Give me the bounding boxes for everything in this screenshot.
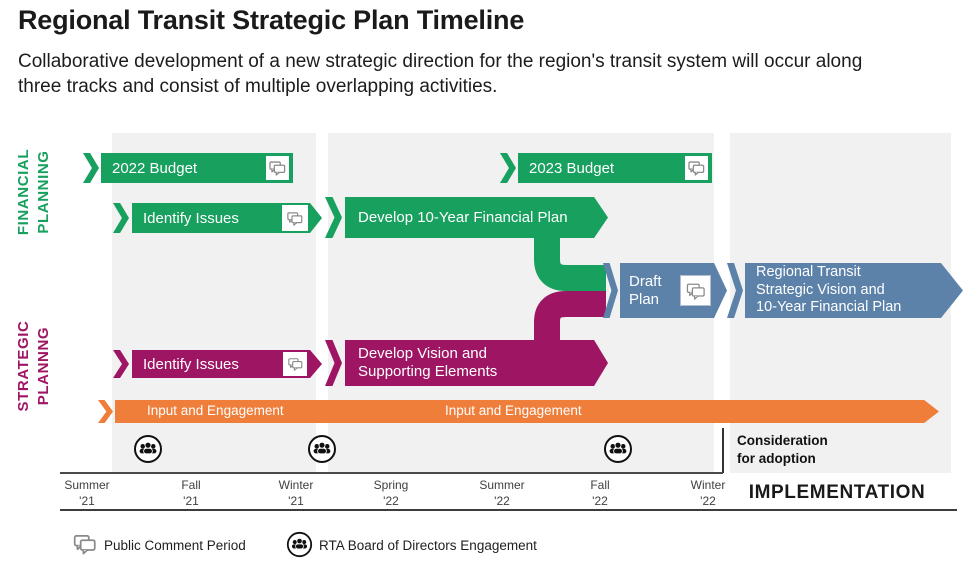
timeline-bar-develop-vision: Develop Vision and Supporting Elements [345, 340, 608, 386]
public-comment-marker [683, 154, 710, 182]
axis-year: '22 [494, 493, 510, 508]
bar-label-line: Supporting Elements [358, 363, 498, 380]
bar-label: Draft Plan [629, 273, 662, 309]
timeline-bar-input-engagement: Input and Engagement Input and Engagemen… [115, 400, 939, 423]
timeline-bar-2023-budget: 2023 Budget [518, 153, 712, 183]
axis-year: '21 [183, 493, 199, 508]
bar-label: 2023 Budget [529, 159, 615, 177]
bar-label: 2022 Budget [112, 159, 198, 177]
board-engagement-icon [308, 435, 336, 463]
timeline-bar-identify-issues-strategic: Identify Issues [132, 350, 322, 378]
board-engagement-icon [604, 435, 632, 463]
timeline-bar-strategic-vision: Regional Transit Strategic Vision and 10… [745, 263, 963, 318]
axis-year: '22 [383, 493, 399, 508]
axis-label-summer-22: Summer '22 [467, 478, 537, 509]
note-line: Consideration [737, 433, 828, 448]
axis-label-summer-21: Summer '21 [52, 478, 122, 509]
axis-label-fall-21: Fall '21 [156, 478, 226, 509]
bar-label-line: Develop Vision and [358, 345, 487, 362]
bar-label: Develop 10-Year Financial Plan [358, 209, 568, 226]
bar-label: Regional Transit Strategic Vision and 10… [756, 264, 901, 316]
axis-label-spring-22: Spring '22 [356, 478, 426, 509]
timeline-bar-identify-issues-financial: Identify Issues [132, 203, 322, 233]
axis-season: Fall [181, 478, 201, 492]
bar-label: Input and Engagement [147, 403, 284, 418]
axis-label-winter-22: Winter '22 [673, 478, 743, 509]
bar-label: Identify Issues [143, 209, 239, 227]
axis-label-fall-22: Fall '22 [565, 478, 635, 509]
legend-public-comment-label: Public Comment Period [104, 538, 246, 553]
axis-year: '21 [79, 493, 95, 508]
board-engagement-icon [134, 435, 162, 463]
public-comment-marker [680, 275, 711, 306]
page-subtitle: Collaborative development of a new strat… [18, 51, 863, 97]
axis-season: Winter [690, 478, 726, 492]
speech-bubble-icon [287, 211, 303, 226]
public-comment-marker [283, 352, 307, 376]
speech-bubble-icon [73, 535, 96, 555]
bar-label: Develop Vision and Supporting Elements [358, 345, 497, 381]
bar-label: Identify Issues [143, 355, 239, 373]
axis-bottom-line [60, 509, 957, 511]
timeline-bar-draft-plan: Draft Plan [620, 263, 727, 318]
axis-season: Spring [373, 478, 409, 492]
timeline-bar-develop-10-year-plan: Develop 10-Year Financial Plan [345, 197, 608, 238]
legend-board-engagement-label: RTA Board of Directors Engagement [319, 538, 537, 553]
axis-year: '22 [592, 493, 608, 508]
axis-top-line [60, 472, 723, 474]
axis-year: '21 [288, 493, 304, 508]
axis-season: Fall [590, 478, 610, 492]
implementation-label: IMPLEMENTATION [748, 482, 926, 503]
page-title: Regional Transit Strategic Plan Timeline [18, 5, 525, 35]
speech-bubble-icon [686, 283, 705, 300]
consideration-for-adoption-note: Consideration for adoption [737, 432, 828, 467]
bar-label-line: 10-Year Financial Plan [756, 299, 902, 316]
axis-label-winter-21: Winter '21 [261, 478, 331, 509]
bar-label-line: Plan [629, 290, 660, 308]
bar-label: Input and Engagement [445, 403, 582, 418]
note-line: for adoption [737, 450, 816, 466]
bar-label-line: Regional Transit [756, 264, 861, 281]
public-comment-marker [264, 154, 291, 182]
axis-year: '22 [700, 493, 716, 508]
public-comment-marker [282, 205, 308, 231]
axis-season: Winter [278, 478, 314, 492]
bar-label-line: Strategic Vision and [756, 281, 885, 298]
magenta-elbow-connector [534, 291, 606, 343]
axis-season: Summer [64, 478, 110, 492]
adoption-divider-line [722, 428, 724, 473]
bar-label-line: Draft [629, 272, 662, 290]
speech-bubble-icon [287, 358, 302, 371]
timeline-bar-2022-budget: 2022 Budget [101, 153, 293, 183]
speech-bubble-icon [269, 161, 286, 176]
speech-bubble-icon [688, 161, 705, 176]
green-elbow-connector [534, 237, 606, 291]
people-icon [286, 531, 313, 558]
axis-season: Summer [479, 478, 525, 492]
